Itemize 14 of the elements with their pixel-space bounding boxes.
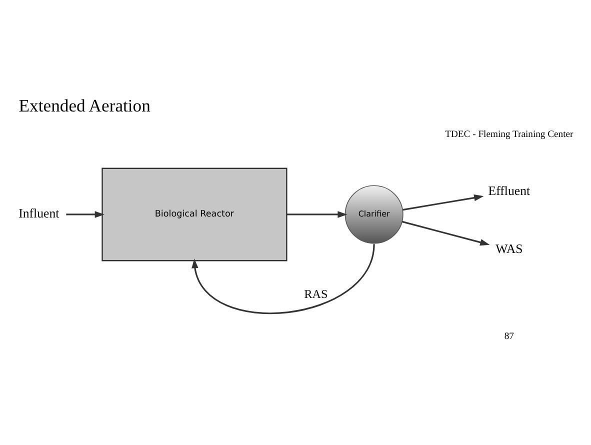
arrow: [192, 244, 375, 314]
label: TDEC - Fleming Training Center: [445, 128, 574, 140]
arrow: [402, 194, 484, 211]
node-text: Influent: [18, 206, 60, 221]
node-circle: Clarifier: [344, 185, 404, 244]
node-box: Biological Reactor: [102, 168, 288, 262]
edge-label: RAS: [304, 286, 328, 301]
node-text: WAS: [496, 242, 523, 256]
node-text: Effluent: [488, 184, 530, 198]
arrow: [66, 211, 104, 218]
label: 87: [504, 330, 514, 342]
arrow: [286, 211, 348, 218]
arrow: [402, 220, 490, 246]
diagram-title: Extended Aeration: [18, 96, 150, 116]
